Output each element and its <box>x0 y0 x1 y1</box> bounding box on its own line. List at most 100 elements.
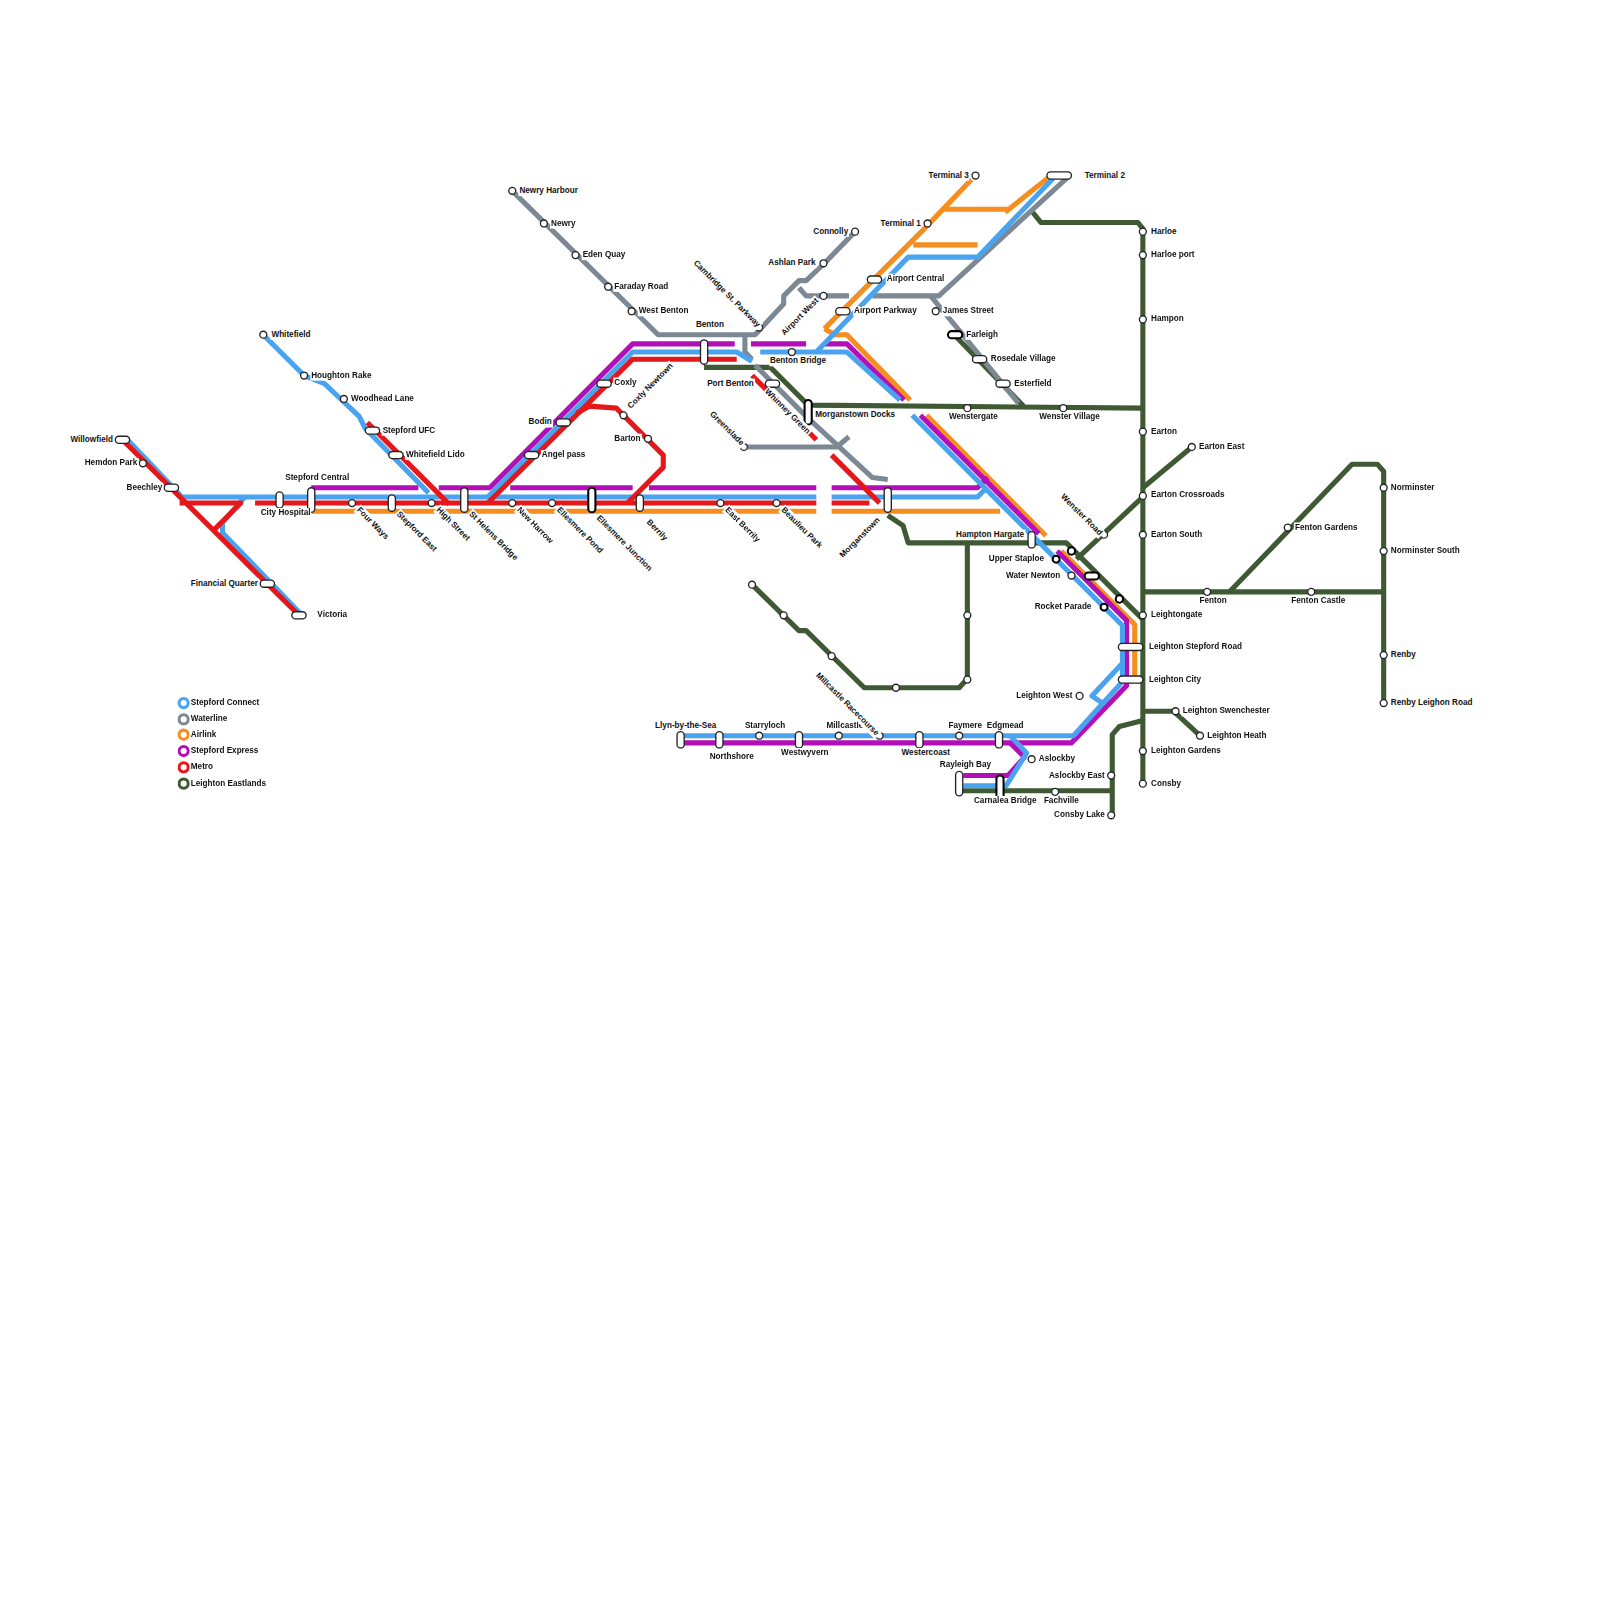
station-label: Water Newton <box>1005 570 1061 580</box>
station-label: Coxly <box>613 378 637 388</box>
station-marker <box>701 340 708 364</box>
station-marker <box>867 276 881 283</box>
station-marker <box>1076 692 1083 699</box>
station-marker <box>836 308 850 315</box>
station-marker <box>1188 443 1195 450</box>
station-marker <box>1028 532 1035 548</box>
station-label: Esterfield <box>1013 379 1052 389</box>
station-label: Rocket Parade <box>1034 602 1093 612</box>
station-label: Westercoast <box>901 748 951 758</box>
station-marker <box>540 220 547 227</box>
station-marker <box>509 500 516 507</box>
station-marker <box>1139 780 1146 787</box>
station-label: Airport Central <box>886 273 946 283</box>
station-marker <box>884 488 891 512</box>
station-marker <box>677 732 684 748</box>
eastlands-line <box>704 212 1384 816</box>
station-marker <box>916 732 923 748</box>
station-marker <box>365 427 379 434</box>
station-label: Wenster Village <box>1038 412 1101 422</box>
station-label: Woodhead Lane <box>350 394 415 404</box>
station-label: St Helens Bridge <box>466 509 521 564</box>
station-label: Barton <box>613 434 641 444</box>
station-label: West Benton <box>638 306 690 316</box>
airlink-line <box>311 176 1134 676</box>
station-marker <box>1068 572 1075 579</box>
station-marker <box>636 495 643 511</box>
station-label: Hemdon Park <box>84 458 139 468</box>
metro-line <box>122 359 879 615</box>
station-marker <box>1380 700 1387 707</box>
station-marker <box>1101 604 1108 611</box>
station-marker <box>115 436 129 443</box>
station-marker <box>1118 643 1142 650</box>
station-marker <box>924 220 931 227</box>
station-label: Greenslade <box>707 409 747 449</box>
legend-text: Stepford Express <box>190 746 260 756</box>
station-label: Leighton Stepford Road <box>1148 642 1243 652</box>
station-marker <box>956 771 963 795</box>
legend-text: Airlink <box>190 730 217 740</box>
station-marker <box>1118 676 1142 683</box>
station-label: Earton South <box>1150 530 1203 540</box>
station-marker <box>428 500 435 507</box>
station-label: Berrily <box>643 517 670 544</box>
station-marker <box>644 435 651 442</box>
legend-text: Metro <box>190 762 214 772</box>
legend-swatch <box>178 697 190 709</box>
station-label: Rosedale Village <box>990 354 1057 364</box>
station-label: Eden Quay <box>582 250 627 260</box>
station-markers <box>115 172 1387 819</box>
legend-text: Stepford Connect <box>190 698 261 708</box>
station-label: Hampton Hargate <box>955 530 1025 540</box>
legend-text: Waterline <box>190 714 228 724</box>
express-line <box>311 344 1126 776</box>
station-marker <box>588 488 595 512</box>
station-label: Fenton Gardens <box>1294 522 1359 532</box>
station-label: Earton East <box>1198 442 1245 452</box>
station-label: Houghton Rake <box>310 370 372 380</box>
station-marker <box>835 732 842 739</box>
station-marker <box>948 331 962 338</box>
station-label: Fenton Castle <box>1290 596 1346 606</box>
station-marker <box>1052 788 1059 795</box>
station-marker <box>349 500 356 507</box>
station-label: Aslockby <box>1038 754 1076 764</box>
station-marker <box>1139 316 1146 323</box>
station-label: City Hospital <box>260 508 312 518</box>
station-label: Stepford Central <box>284 472 350 482</box>
station-label: Whitefield <box>270 330 311 340</box>
station-marker <box>773 500 780 507</box>
station-label: Leighton Gardens <box>1150 746 1222 756</box>
station-marker <box>820 260 827 267</box>
station-label: Willowfield <box>69 435 114 445</box>
station-label: Morganstown Docks <box>814 410 896 420</box>
station-marker <box>1139 252 1146 259</box>
station-label: Newry Harbour <box>518 186 579 196</box>
station-label: Benton Bridge <box>769 356 827 366</box>
station-marker <box>1139 428 1146 435</box>
station-label: Ashlan Park <box>767 258 816 268</box>
station-marker <box>139 460 146 467</box>
station-marker <box>260 331 267 338</box>
station-label: Airport Parkway <box>853 306 918 316</box>
station-label: Llyn-by-the-Sea <box>654 720 717 730</box>
station-marker <box>972 172 979 179</box>
station-marker <box>1197 732 1204 739</box>
station-label: Morganstown <box>837 515 883 561</box>
station-marker <box>717 500 724 507</box>
station-marker <box>932 308 939 315</box>
station-label: Earton Crossroads <box>1150 490 1226 500</box>
station-label: James Street <box>942 306 995 316</box>
station-marker <box>260 580 274 587</box>
station-label: Angel pass <box>541 450 587 460</box>
station-label: Starryloch <box>744 720 786 730</box>
station-label: Hampon <box>1150 314 1185 324</box>
station-label: Renby Leighon Road <box>1390 698 1474 708</box>
station-marker <box>597 380 611 387</box>
station-label: Norminster <box>1390 483 1436 493</box>
station-marker <box>995 732 1002 748</box>
station-marker <box>956 732 963 739</box>
station-label: Leightongate <box>1150 610 1203 620</box>
station-marker <box>1108 812 1115 819</box>
